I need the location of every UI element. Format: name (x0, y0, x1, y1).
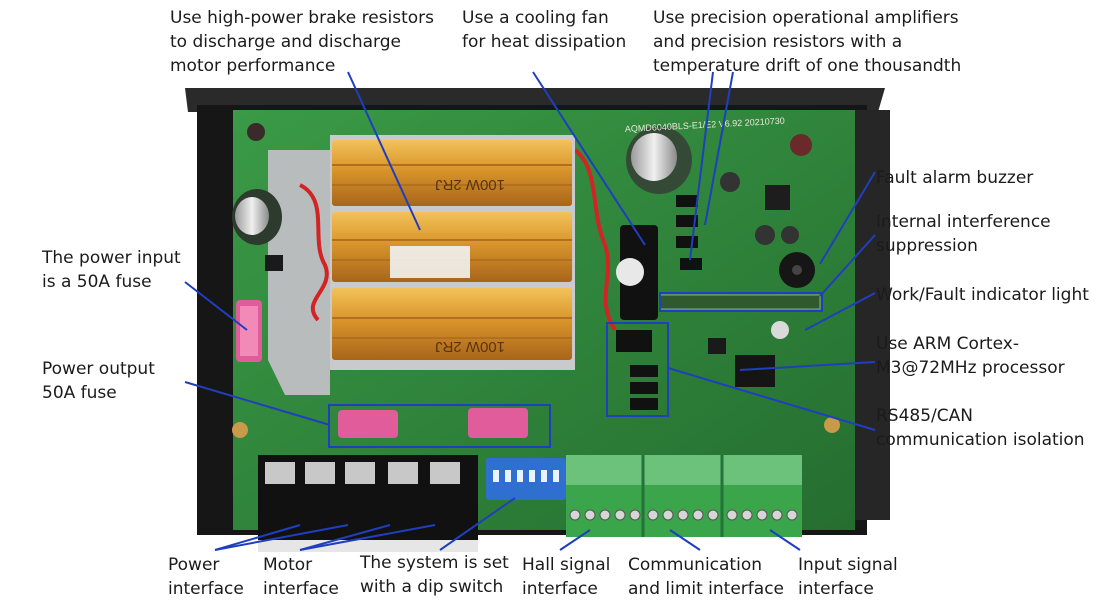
buzzer (779, 252, 815, 288)
heatsink-plate (268, 150, 330, 395)
pin-header-row (659, 294, 821, 310)
cooling-fan (616, 225, 658, 320)
label-arm-processor: Use ARM Cortex- M3@72MHz processor (876, 334, 1065, 378)
label-brake-resistors: Use high-power brake resistors to discha… (170, 8, 435, 76)
label-dip-switch: The system is set with a dip switch (360, 553, 509, 597)
label-cooling-fan: Use a cooling fan for heat dissipation (462, 8, 627, 52)
label-rs485-can: RS485/CAN communication isolation (876, 406, 1085, 450)
label-fault-buzzer: Fault alarm buzzer (876, 168, 1034, 188)
red-wire-left (298, 183, 329, 322)
label-motor-interface: Motor interface (263, 555, 339, 599)
label-power-input-fuse: The power input is a 50A fuse (42, 248, 181, 292)
input-fuse (236, 300, 262, 362)
resistor-marking-top: 100W 2RJ (435, 176, 505, 193)
red-wire-right (573, 148, 617, 332)
resistor-marking-bottom: 100W 2RJ (435, 338, 505, 355)
brake-resistors (330, 135, 575, 370)
terminal-screws (569, 509, 798, 521)
isolation-chips (616, 330, 658, 410)
label-power-interface: Power interface (168, 555, 244, 599)
mounting-holes (232, 123, 840, 438)
signal-terminals (566, 455, 802, 537)
label-interference-suppression: Internal interference suppression (876, 212, 1051, 256)
output-fuses (338, 408, 528, 438)
label-precision-opamps: Use precision operational amplifiers and… (653, 8, 962, 76)
indicator-led (771, 321, 789, 339)
highlight-boxes (328, 292, 823, 448)
callout-lines (184, 71, 876, 551)
dip-switch-block (486, 458, 566, 500)
label-comm-limit: Communication and limit interface (628, 555, 785, 599)
label-hall-signal: Hall signal interface (522, 555, 611, 599)
label-input-signal: Input signal interface (798, 555, 898, 599)
small-components (265, 172, 799, 387)
label-power-output-fuse: Power output 50A fuse (42, 359, 155, 403)
capacitor-left (232, 189, 282, 245)
label-indicator-light: Work/Fault indicator light (876, 285, 1089, 305)
capacitor-top (626, 126, 692, 194)
